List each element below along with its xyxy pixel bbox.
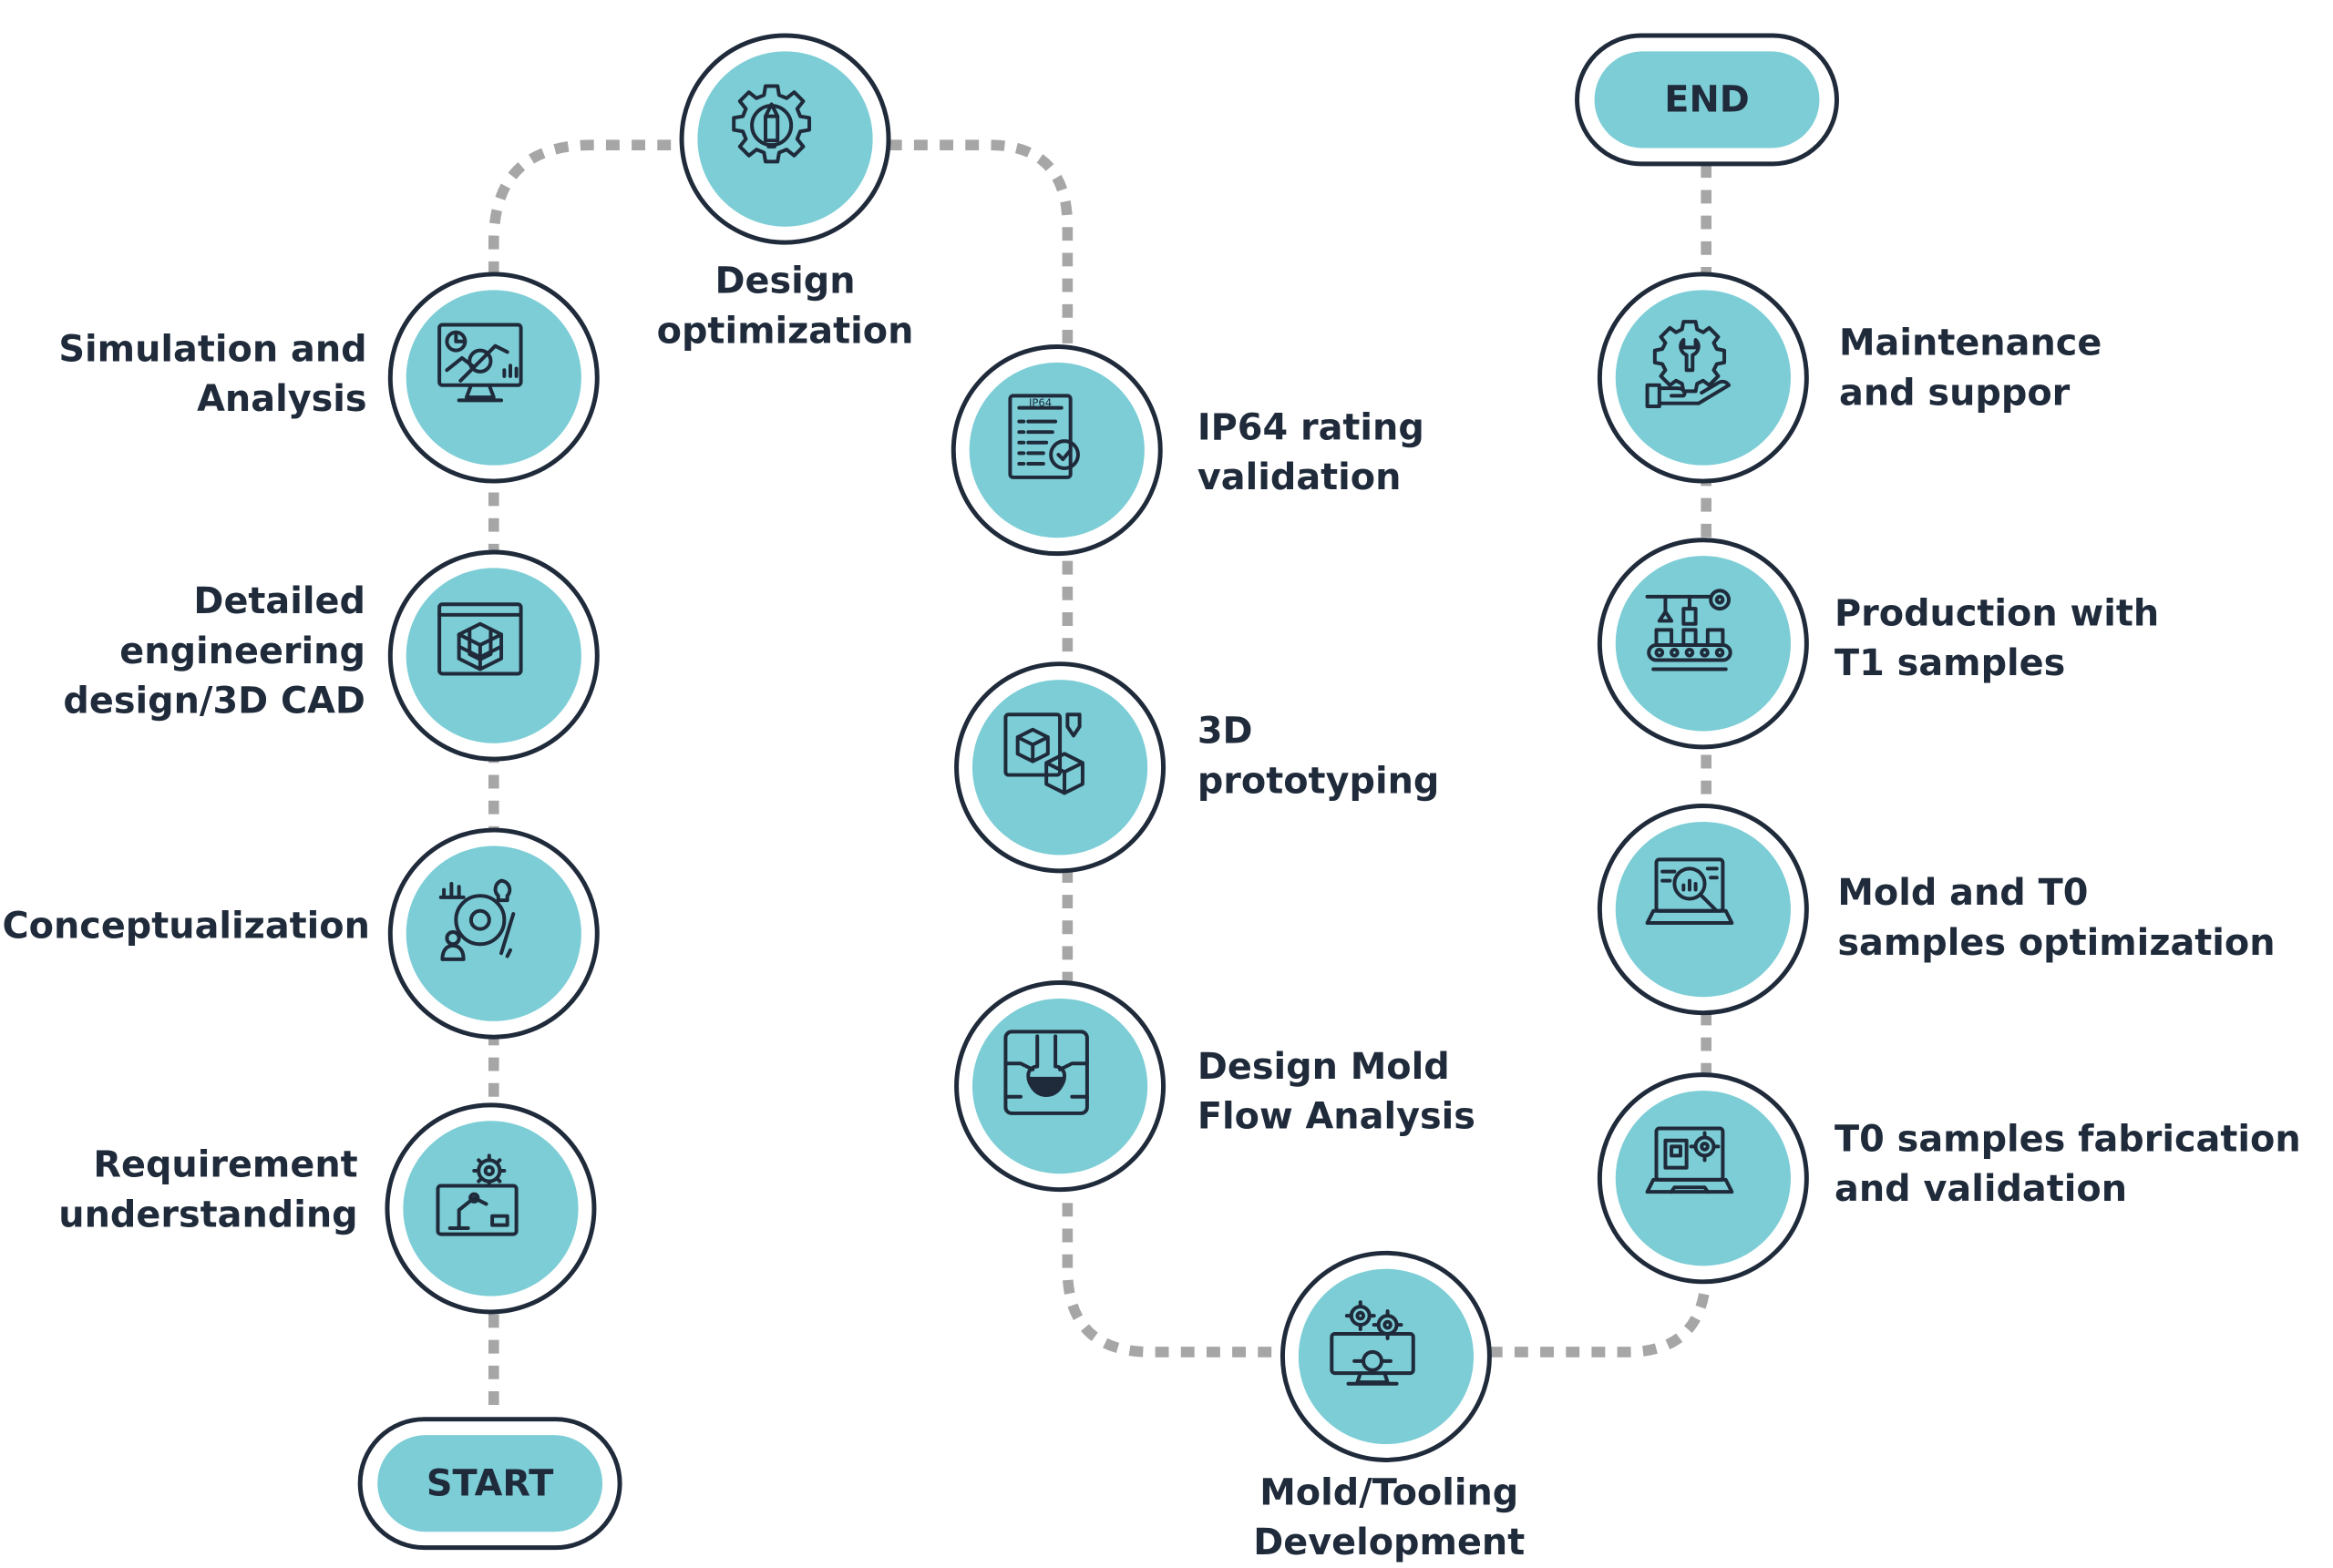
mold-flow-icon bbox=[1003, 1030, 1089, 1115]
step-label: Simulation and Analysis bbox=[58, 327, 367, 420]
step-mold-tooling-development bbox=[1280, 1250, 1492, 1462]
hand-wrench-gear-icon bbox=[1645, 320, 1732, 408]
step-production-t1-samples bbox=[1597, 538, 1809, 750]
step-maintenance-support bbox=[1597, 272, 1809, 484]
production-line-icon bbox=[1645, 589, 1732, 671]
step-label: Maintenance and suppor bbox=[1838, 322, 2102, 415]
checklist-document-icon: IP64 bbox=[1008, 394, 1080, 479]
monitor-gears-icon bbox=[1330, 1300, 1415, 1386]
step-label: Mold and T0 samples optimization bbox=[1837, 871, 2276, 964]
step-label: Mold/Tooling Development bbox=[1253, 1471, 1526, 1564]
step-design-optimization bbox=[679, 33, 891, 245]
step-detailed-engineering-design bbox=[387, 549, 600, 762]
end-pill: END bbox=[1575, 33, 1839, 167]
step-t0-samples-fabrication bbox=[1597, 1072, 1809, 1285]
robot-arm-gear-icon bbox=[436, 1153, 519, 1236]
laptop-magnifier-icon bbox=[1645, 857, 1734, 926]
end-label: END bbox=[1594, 51, 1820, 149]
step-label: Detailed engineering design/3D CAD bbox=[63, 579, 365, 723]
step-label: Requirement understanding bbox=[58, 1143, 358, 1236]
step-simulation-analysis bbox=[387, 272, 600, 484]
cad-cube-icon bbox=[437, 602, 523, 676]
laptop-gear-icon bbox=[1645, 1126, 1734, 1194]
step-label: Conceptualization bbox=[2, 905, 370, 948]
step-requirement-understanding bbox=[385, 1102, 597, 1315]
gear-pencil-icon bbox=[732, 84, 812, 164]
step-mold-t0-optimization bbox=[1597, 804, 1809, 1016]
3d-print-cube-icon bbox=[1003, 712, 1084, 795]
step-label: T0 samples fabrication and validation bbox=[1835, 1117, 2301, 1211]
step-ip64-rating-validation: IP64 bbox=[951, 344, 1163, 557]
step-label: Design Mold Flow Analysis bbox=[1197, 1045, 1475, 1138]
step-label: 3D prototyping bbox=[1197, 710, 1440, 803]
idea-chart-icon bbox=[438, 878, 516, 961]
start-pill: START bbox=[357, 1417, 622, 1551]
step-label: IP64 rating validation bbox=[1197, 406, 1424, 499]
svg-text:IP64: IP64 bbox=[1029, 396, 1052, 409]
step-label: Production with T1 samples bbox=[1835, 591, 2160, 685]
step-3d-prototyping bbox=[954, 661, 1166, 874]
step-conceptualization bbox=[387, 827, 600, 1040]
step-label: Design optimization bbox=[656, 260, 914, 353]
step-design-mold-flow-analysis bbox=[954, 980, 1166, 1193]
monitor-analysis-icon bbox=[437, 323, 523, 403]
start-label: START bbox=[377, 1435, 603, 1532]
